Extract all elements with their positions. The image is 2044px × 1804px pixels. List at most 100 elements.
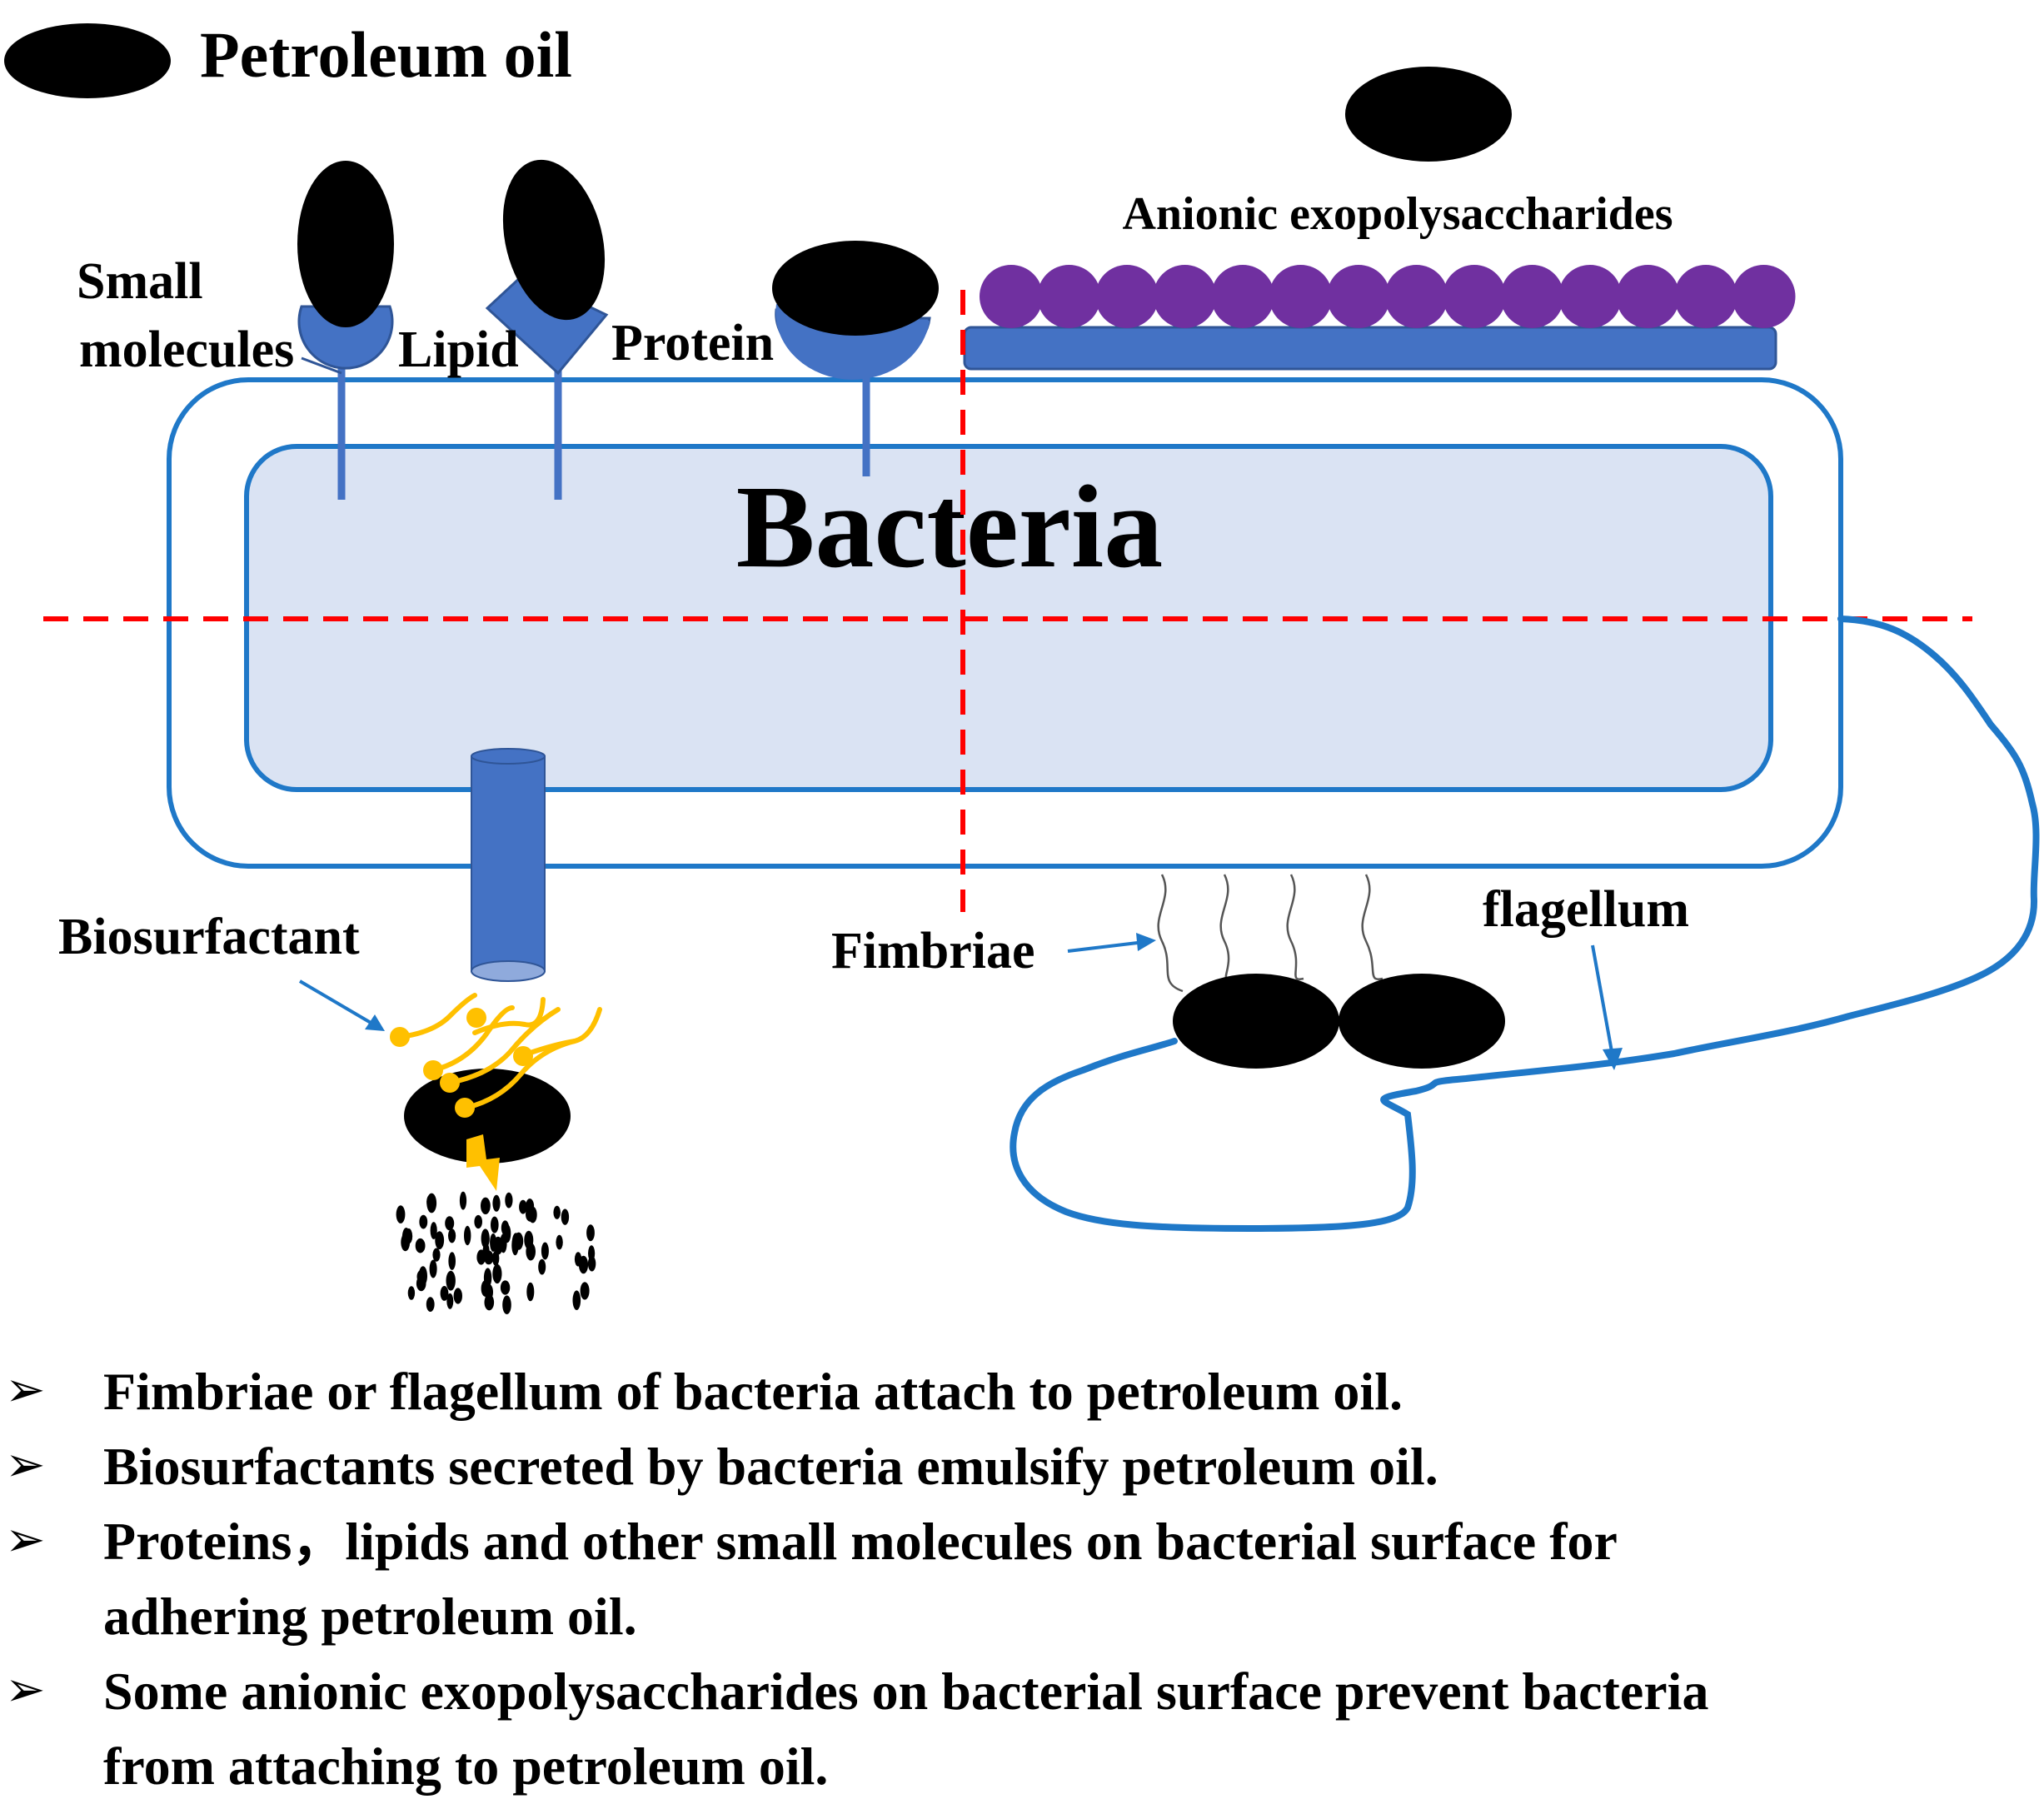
oil-speck — [484, 1294, 495, 1311]
bullet-text-3-line-1: Proteins，lipids and other small molecule… — [103, 1512, 1618, 1571]
fimbriae-oil-droplet-left — [1173, 974, 1339, 1069]
biosurfactant-arrow — [298, 979, 378, 1028]
protein-label: Protein — [611, 315, 774, 371]
oil-speck — [415, 1238, 426, 1253]
emulsified-oil-droplet — [404, 1069, 571, 1164]
oil-speck — [432, 1248, 441, 1262]
exopolysaccharide-bead — [1095, 265, 1159, 328]
fimbriae — [1157, 874, 1383, 993]
oil-speck — [481, 1197, 491, 1215]
biosurfactant-molecules — [397, 993, 602, 1110]
repelled-oil-droplet — [1345, 67, 1512, 162]
exopolysaccharide-bead — [1384, 265, 1448, 328]
oil-speck — [511, 1235, 519, 1256]
oil-speck — [407, 1286, 416, 1300]
bullet-text-1-line-1: Fimbriae or flagellum of bacteria attach… — [103, 1362, 1403, 1421]
oil-speck — [578, 1255, 589, 1274]
small-molecule-oil — [297, 161, 394, 327]
emulsified-oil-specks — [396, 1191, 596, 1314]
oil-speck — [396, 1205, 406, 1223]
legend-label: Petroleum oil — [200, 18, 572, 91]
oil-speck — [445, 1216, 455, 1231]
flagellum-label: flagellum — [1483, 881, 1689, 938]
flagellum-arrow — [1591, 944, 1614, 1057]
oil-speck — [587, 1255, 596, 1272]
biosurfactant-channel — [471, 748, 546, 982]
oil-speck — [526, 1207, 535, 1222]
oil-speck — [553, 1205, 561, 1219]
oil-speck — [526, 1282, 535, 1302]
small-molecules-label-line2: molecules — [79, 321, 294, 378]
exopolysaccharide-bead — [1558, 265, 1622, 328]
oil-speck — [474, 1214, 482, 1229]
oil-speck — [491, 1216, 499, 1233]
exopolysaccharide-bead — [1732, 265, 1796, 328]
oil-speck — [426, 1194, 434, 1208]
oil-speck — [440, 1286, 449, 1301]
legend-oil-icon — [4, 23, 171, 98]
exopolysaccharide-bead — [1153, 265, 1217, 328]
bullet-text-3-line-2: adhering petroleum oil. — [103, 1587, 637, 1646]
exopolysaccharide-bead — [1211, 265, 1274, 328]
bullet-text-4-line-1: Some anionic exopolysaccharides on bacte… — [103, 1662, 1708, 1721]
oil-speck — [556, 1234, 563, 1250]
oil-speck — [493, 1236, 503, 1255]
lipid-oil — [502, 159, 606, 321]
fimbriae-arrow — [1067, 940, 1145, 953]
emulsification-bolt — [466, 1134, 500, 1191]
oil-speck — [446, 1270, 456, 1291]
oil-speck — [481, 1228, 490, 1248]
bullet-marker: ➢ — [5, 1436, 46, 1493]
oil-speck — [483, 1268, 492, 1288]
exopolysaccharides-label: Anionic exopolysaccharides — [1122, 188, 1673, 240]
oil-speck — [418, 1266, 427, 1286]
oil-speck — [492, 1194, 501, 1212]
oil-speck — [430, 1222, 437, 1239]
oil-speck — [448, 1228, 456, 1243]
oil-speck — [580, 1282, 590, 1300]
bullet-marker: ➢ — [5, 1661, 46, 1717]
oil-speck — [476, 1249, 486, 1265]
exopolysaccharide-base — [963, 326, 1777, 371]
exopolysaccharide-bead — [1269, 265, 1333, 328]
oil-speck — [500, 1280, 511, 1295]
oil-speck — [586, 1224, 595, 1242]
oil-speck — [419, 1214, 428, 1229]
exopolysaccharide-bead — [1327, 265, 1390, 328]
bullet-text-4-line-2: from attaching to petroleum oil. — [103, 1737, 828, 1796]
bacteria-title: Bacteria — [736, 461, 1164, 592]
oil-speck — [524, 1230, 534, 1249]
bullet-marker: ➢ — [5, 1511, 46, 1567]
bullet-list: ➢ Fimbriae or flagellum of bacteria attac… — [5, 1361, 1708, 1796]
oil-speck — [541, 1242, 549, 1260]
oil-speck — [561, 1208, 570, 1225]
lipid-label: Lipid — [398, 321, 519, 378]
exopolysaccharide-beads — [980, 265, 1796, 328]
oil-speck — [401, 1228, 411, 1248]
oil-speck — [453, 1288, 462, 1304]
fimbriae-oil-droplet-right — [1339, 974, 1505, 1069]
oil-speck — [572, 1290, 581, 1310]
oil-speck — [435, 1231, 445, 1250]
oil-speck — [484, 1250, 494, 1265]
oil-speck — [459, 1191, 467, 1210]
oil-speck — [429, 1259, 437, 1278]
oil-speck — [519, 1199, 527, 1214]
oil-speck — [446, 1293, 454, 1309]
exopolysaccharide-bead — [1443, 265, 1506, 328]
exopolysaccharide-bead — [1500, 265, 1564, 328]
biosurfactant-heads — [390, 1008, 533, 1118]
oil-speck — [426, 1297, 435, 1312]
fimbriae-label: Fimbriae — [831, 923, 1035, 979]
oil-speck — [448, 1252, 456, 1270]
small-molecule-receptor — [297, 305, 394, 370]
small-molecules-label-line1: Small — [77, 253, 203, 310]
oil-speck — [538, 1258, 546, 1275]
exopolysaccharide-bead — [980, 265, 1043, 328]
exopolysaccharide-bead — [1037, 265, 1101, 328]
oil-speck — [501, 1220, 510, 1236]
biosurfactant-label: Biosurfactant — [58, 909, 360, 965]
oil-speck — [505, 1192, 513, 1208]
